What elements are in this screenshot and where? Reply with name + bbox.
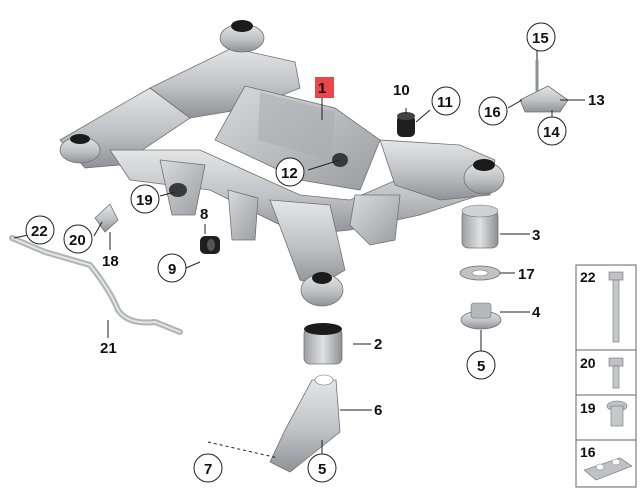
nut-19-icon — [606, 400, 628, 427]
callout-6: 6 — [374, 402, 382, 419]
support-bracket-6 — [269, 374, 341, 473]
callout-5-right: 5 — [477, 358, 485, 375]
callout-7: 7 — [204, 461, 212, 478]
stabilizer-bar-21 — [9, 235, 183, 335]
plate-16-icon — [583, 457, 633, 481]
legend-label-22: 22 — [580, 269, 596, 285]
callout-4: 4 — [532, 304, 541, 321]
rubber-bushing-10 — [397, 112, 415, 137]
bushing-3 — [461, 204, 499, 249]
callout-2: 2 — [374, 336, 382, 353]
part-1-highlight-box — [315, 77, 334, 98]
hardware-legend: 22 20 19 16 — [575, 264, 637, 488]
bolt-22-icon — [608, 271, 624, 343]
callout-3: 3 — [532, 227, 540, 244]
stop-plate-4 — [460, 302, 502, 330]
callout-11: 11 — [437, 94, 453, 111]
callout-18: 18 — [102, 253, 119, 270]
callout-15: 15 — [532, 30, 549, 47]
callout-17: 17 — [518, 266, 535, 283]
callout-19: 19 — [136, 192, 153, 209]
callout-8: 8 — [200, 206, 208, 223]
callout-13: 13 — [588, 92, 605, 109]
bushing-2 — [303, 323, 343, 365]
legend-label-20: 20 — [580, 355, 596, 371]
washer-17 — [459, 265, 501, 281]
rubber-bushing-9 — [200, 236, 220, 254]
rear-axle-subframe — [59, 20, 505, 307]
callout-21: 21 — [100, 340, 117, 357]
callout-16: 16 — [484, 104, 501, 121]
bracket-13 — [519, 60, 569, 113]
callout-12: 12 — [281, 165, 298, 182]
legend-label-16: 16 — [580, 444, 596, 460]
callout-1: 1 — [318, 80, 326, 97]
callout-20: 20 — [69, 232, 86, 249]
callout-9: 9 — [168, 261, 176, 278]
callout-10: 10 — [393, 82, 410, 99]
callout-14: 14 — [543, 124, 560, 141]
callout-5-bottom: 5 — [318, 461, 326, 478]
legend-label-19: 19 — [580, 400, 596, 416]
callout-22: 22 — [31, 223, 48, 240]
bolt-20-icon — [608, 357, 624, 389]
